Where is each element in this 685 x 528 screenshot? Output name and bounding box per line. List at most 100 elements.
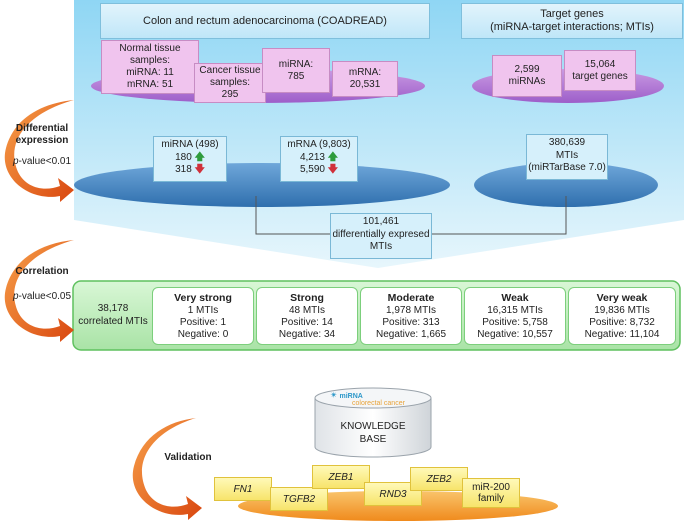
cell-negative: Negative: 0: [177, 329, 229, 340]
gene-tgfb2: TGFB2: [270, 487, 328, 511]
gene-zeb1: ZEB1: [312, 465, 370, 489]
mirna-line-2: 785: [287, 70, 305, 82]
diff-pvalue-p: p: [12, 156, 19, 167]
target-header: Target genes (miRNA-target interactions;…: [461, 3, 683, 39]
cell-mtis: 19,836 MTIs: [594, 305, 650, 316]
cell-mtis: 48 MTIs: [288, 305, 326, 316]
cancer-line-3: 295: [221, 89, 239, 100]
normal-line-3: miRNA: 11: [126, 67, 174, 78]
correlation-label: Correlation: [15, 266, 69, 277]
cell-mtis: 16,315 MTIs: [487, 305, 543, 316]
deg-ellipse: [74, 163, 450, 207]
diff-pvalue-rest: -value<0.01: [18, 156, 72, 167]
logo-text-crc: colorectal cancer: [352, 400, 405, 407]
down-arrow-icon: 🡇: [194, 164, 205, 175]
corr-cell-strong: Strong 48 MTIs Positive: 14 Negative: 34: [256, 287, 358, 345]
diff-mtis-box: 101,461 differentially expresed MTIs: [330, 213, 432, 259]
corr-pvalue: p-value<0.05: [4, 291, 80, 302]
target-title-1: Target genes: [540, 8, 604, 20]
diff-label-1: Differential: [15, 123, 69, 134]
correlated-total: 38,178 correlated MTIs: [78, 302, 148, 328]
cell-negative: Negative: 11,104: [584, 329, 660, 340]
mir200-family: miR-200 family: [462, 478, 520, 508]
corr-cell-very-strong: Very strong 1 MTIs Positive: 1 Negative:…: [152, 287, 254, 345]
mrna-de-box: mRNA (9,803) 4,213 🡅 5,590 🡇: [280, 136, 358, 182]
cell-positive: Positive: 1: [179, 317, 227, 328]
cancer-header: Colon and rectum adenocarcinoma (COADREA…: [100, 3, 430, 39]
gene-zeb2: ZEB2: [410, 467, 468, 491]
mirnas-line-2: miRNAs: [508, 76, 546, 87]
arrow-correlation: [4, 240, 74, 342]
mirna-line-1: miRNA:: [278, 58, 314, 70]
mrna-line-2: 20,531: [349, 79, 381, 90]
kb-label-2: BASE: [359, 434, 387, 445]
mrna-down-count: 5,590: [299, 164, 325, 175]
cell-title: Weak: [501, 292, 529, 304]
mirna-down-count: 318: [175, 164, 192, 175]
knowledge-base-label: KNOWLEDGE BASE: [325, 420, 421, 446]
dna-icon: ✴: [330, 390, 338, 400]
corr-cell-very-weak: Very weak 19,836 MTIs Positive: 8,732 Ne…: [568, 287, 676, 345]
target-title-2: (miRNA-target interactions; MTIs): [490, 21, 654, 33]
up-arrow-icon: 🡅: [327, 151, 339, 163]
cell-positive: Positive: 14: [281, 317, 333, 328]
cell-title: Very strong: [174, 292, 232, 304]
cell-negative: Negative: 34: [278, 329, 336, 340]
arrow-validation: [132, 418, 202, 520]
connector-left: [255, 196, 338, 235]
corr-cell-moderate: Moderate 1,978 MTIs Positive: 313 Negati…: [360, 287, 462, 345]
corr-pvalue-rest: -value<0.05: [18, 291, 72, 302]
kb-label-1: KNOWLEDGE: [340, 421, 406, 432]
logo-text-mirna: miRNA: [339, 393, 363, 400]
cell-title: Very weak: [596, 292, 648, 304]
mrna-de-title: mRNA (9,803): [287, 139, 351, 150]
knowledge-base-logo: ✴ miRNA colorectal cancer: [330, 390, 420, 408]
mirna-de-box: miRNA (498) 180 🡅 318 🡇: [153, 136, 227, 182]
corr-cell-weak: Weak 16,315 MTIs Positive: 5,758 Negativ…: [464, 287, 566, 345]
mtis-line-3: (miRTarBase 7.0): [528, 162, 606, 173]
up-arrow-icon: 🡅: [194, 151, 205, 163]
mrna-line-1: mRNA:: [348, 67, 382, 78]
family-line-2: family: [477, 493, 505, 504]
cell-positive: Positive: 8,732: [589, 317, 655, 328]
mirna-up-count: 180: [175, 151, 192, 163]
diff-mtis-line-3: MTIs: [369, 241, 393, 252]
normal-line-4: mRNA: 51: [126, 79, 174, 90]
down-arrow-icon: 🡇: [327, 164, 339, 175]
cell-positive: Positive: 5,758: [482, 317, 548, 328]
cancer-line-1: Cancer tissue: [199, 65, 261, 76]
correlated-total-count: 38,178: [97, 303, 129, 314]
correlated-total-label: correlated MTIs: [78, 316, 148, 327]
mirna-de-title: miRNA (498): [161, 139, 219, 150]
mtis-line-1: 380,639: [548, 137, 586, 148]
cell-positive: Positive: 313: [382, 317, 440, 328]
cancer-title: Colon and rectum adenocarcinoma (COADREA…: [143, 15, 387, 27]
family-line-1: miR-200: [472, 482, 510, 493]
mirnas-line-1: 2,599: [514, 64, 540, 75]
gene-fn1: FN1: [214, 477, 272, 501]
cell-mtis: 1,978 MTIs: [385, 305, 437, 316]
mirnas-count-box: 2,599 miRNAs: [492, 55, 562, 97]
mtis-box: 380,639 MTIs (miRTarBase 7.0): [526, 134, 608, 180]
validation-label: Validation: [164, 452, 212, 463]
connector-right: [425, 196, 567, 235]
mirna-samples-box: miRNA: 785: [262, 48, 330, 93]
cell-title: Strong: [290, 292, 324, 304]
diff-label-2: expression: [15, 135, 69, 146]
diff-pvalue: p-value<0.01: [4, 156, 80, 167]
target-genes-line-1: 15,064: [584, 58, 616, 70]
normal-samples-box: Normal tissue samples: miRNA: 11 mRNA: 5…: [101, 40, 199, 94]
knowledge-base-cylinder: [314, 387, 432, 458]
diff-mtis-line-2: differentially expresed: [332, 228, 430, 240]
cancer-line-2: samples:: [209, 77, 250, 88]
cancer-samples-box: Cancer tissue samples: 295: [194, 63, 266, 103]
normal-line-1: Normal tissue: [119, 43, 181, 54]
differential-expression-label: Differential expression: [6, 123, 78, 147]
corr-pvalue-p: p: [12, 291, 19, 302]
mrna-samples-box: mRNA: 20,531: [332, 61, 398, 97]
mtis-ellipse: [474, 163, 658, 207]
mrna-up-count: 4,213: [299, 151, 325, 163]
target-genes-line-2: target genes: [572, 70, 628, 82]
cell-mtis: 1 MTIs: [187, 305, 219, 316]
target-genes-box: 15,064 target genes: [564, 50, 636, 91]
